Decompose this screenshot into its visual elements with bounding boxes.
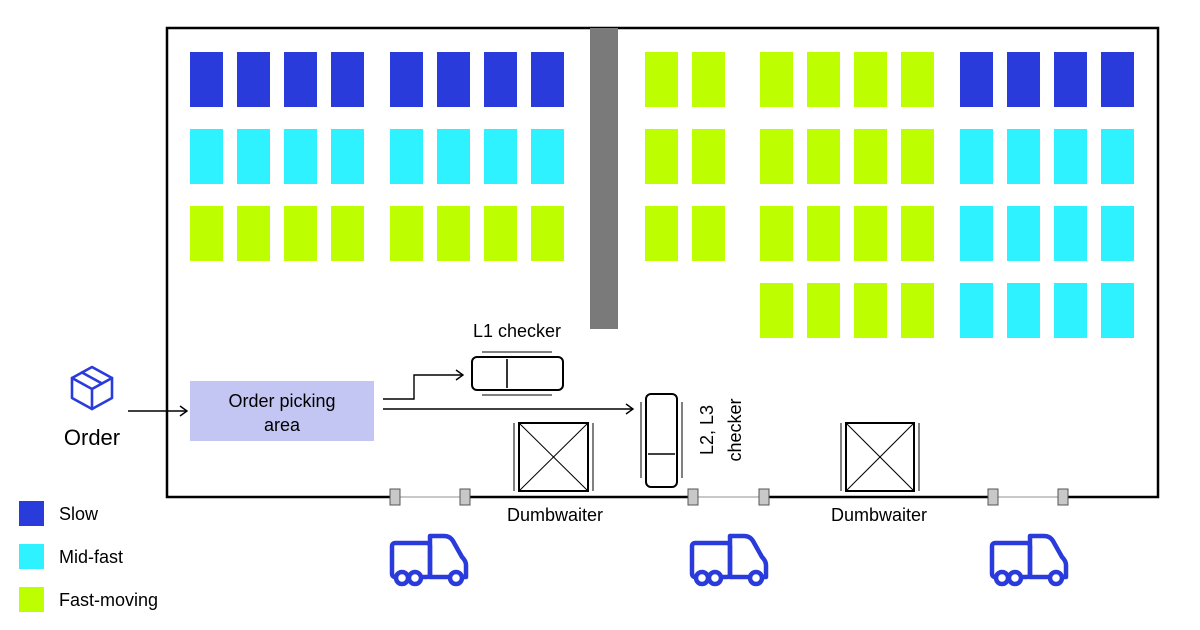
- shelf-mid-fast: [1054, 283, 1087, 338]
- shelf-slow: [1007, 52, 1040, 107]
- l23-arrow: [383, 403, 635, 415]
- dumbwaiter-1: [513, 422, 594, 492]
- shelf-mid-fast: [1101, 206, 1134, 261]
- shelf-fast-moving: [854, 206, 887, 261]
- shelf-fast-moving: [645, 52, 678, 107]
- shelf-slow: [390, 52, 423, 107]
- shelf-mid-fast: [1007, 129, 1040, 184]
- shelf-fast-moving: [854, 283, 887, 338]
- package-icon: [70, 365, 114, 411]
- shelf-fast-moving: [901, 206, 934, 261]
- shelf-fast-moving: [854, 129, 887, 184]
- shelf-slow: [237, 52, 270, 107]
- shelf-fast-moving: [760, 283, 793, 338]
- shelf-mid-fast: [331, 129, 364, 184]
- legend-label: Slow: [59, 504, 99, 524]
- shelf-mid-fast: [960, 283, 993, 338]
- shelf-slow: [1101, 52, 1134, 107]
- shelf-fast-moving: [331, 206, 364, 261]
- l23-checker-desk: [640, 393, 683, 488]
- shelf-mid-fast: [237, 129, 270, 184]
- l23-checker-label-line1: L2, L3: [697, 405, 717, 455]
- aisle-divider: [590, 28, 618, 329]
- shelf-mid-fast: [1007, 283, 1040, 338]
- shelf-mid-fast: [190, 129, 223, 184]
- truck-icon: [389, 533, 469, 587]
- shelf-fast-moving: [484, 206, 517, 261]
- truck-icon: [989, 533, 1069, 587]
- shelf-mid-fast: [484, 129, 517, 184]
- order-picking-area: [190, 381, 374, 441]
- loading-docks: [389, 488, 1069, 506]
- dumbwaiter-label-2: Dumbwaiter: [831, 505, 927, 525]
- l1-checker-desk: [471, 351, 564, 396]
- shelf-fast-moving: [760, 129, 793, 184]
- shelf-mid-fast: [960, 206, 993, 261]
- shelf-slow: [190, 52, 223, 107]
- order-label: Order: [64, 425, 120, 450]
- shelf-fast-moving: [692, 206, 725, 261]
- shelf-fast-moving: [901, 283, 934, 338]
- legend-label: Mid-fast: [59, 547, 123, 567]
- shelf-grid: [190, 52, 1134, 338]
- loading-dock: [687, 488, 770, 506]
- shelf-slow: [960, 52, 993, 107]
- shelf-slow: [531, 52, 564, 107]
- picking-area-label-line2: area: [264, 415, 301, 435]
- shelf-fast-moving: [807, 206, 840, 261]
- legend-swatch-fast-moving: [19, 587, 44, 612]
- shelf-fast-moving: [645, 206, 678, 261]
- picking-area-label-line1: Order picking: [228, 391, 335, 411]
- shelf-fast-moving: [901, 52, 934, 107]
- order-arrow: [128, 405, 189, 417]
- dumbwaiter-2: [840, 422, 920, 492]
- shelf-fast-moving: [692, 129, 725, 184]
- shelf-fast-moving: [692, 52, 725, 107]
- shelf-fast-moving: [901, 129, 934, 184]
- shelf-fast-moving: [807, 129, 840, 184]
- shelf-fast-moving: [760, 52, 793, 107]
- shelf-mid-fast: [284, 129, 317, 184]
- shelf-slow: [1054, 52, 1087, 107]
- shelf-fast-moving: [854, 52, 887, 107]
- loading-dock: [389, 488, 471, 506]
- shelf-mid-fast: [390, 129, 423, 184]
- shelf-fast-moving: [645, 129, 678, 184]
- dumbwaiter-label-1: Dumbwaiter: [507, 505, 603, 525]
- shelf-fast-moving: [284, 206, 317, 261]
- shelf-mid-fast: [1054, 206, 1087, 261]
- shelf-fast-moving: [437, 206, 470, 261]
- shelf-fast-moving: [807, 283, 840, 338]
- shelf-mid-fast: [531, 129, 564, 184]
- shelf-mid-fast: [437, 129, 470, 184]
- shelf-fast-moving: [190, 206, 223, 261]
- shelf-slow: [284, 52, 317, 107]
- shelf-mid-fast: [1101, 283, 1134, 338]
- shelf-slow: [484, 52, 517, 107]
- shelf-fast-moving: [237, 206, 270, 261]
- legend-swatch-slow: [19, 501, 44, 526]
- legend-swatch-mid-fast: [19, 544, 44, 569]
- l23-checker-label-line2: checker: [725, 398, 745, 461]
- shelf-fast-moving: [760, 206, 793, 261]
- loading-dock: [987, 488, 1069, 506]
- shelf-mid-fast: [960, 129, 993, 184]
- l1-arrow: [383, 369, 465, 400]
- shelf-slow: [331, 52, 364, 107]
- shelf-fast-moving: [390, 206, 423, 261]
- shelf-slow: [437, 52, 470, 107]
- legend-label: Fast-moving: [59, 590, 158, 610]
- trucks: [389, 533, 1069, 587]
- shelf-mid-fast: [1054, 129, 1087, 184]
- shelf-fast-moving: [531, 206, 564, 261]
- truck-icon: [689, 533, 769, 587]
- shelf-mid-fast: [1101, 129, 1134, 184]
- shelf-mid-fast: [1007, 206, 1040, 261]
- l1-checker-label: L1 checker: [473, 321, 561, 341]
- shelf-fast-moving: [807, 52, 840, 107]
